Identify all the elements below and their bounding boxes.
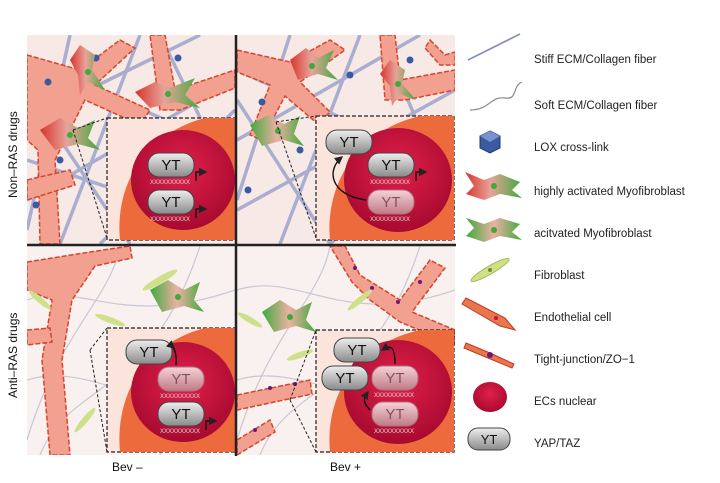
- legend-label: Fibroblast: [534, 270, 585, 282]
- yt-chip-label: YT: [339, 134, 358, 151]
- yt-chip-label: YT: [347, 342, 366, 359]
- legend-item: highly activated Myofibroblast: [458, 174, 718, 214]
- col-label-bev-plus: Bev +: [330, 460, 361, 474]
- legend-item: ECs nuclear: [458, 384, 718, 424]
- legend-label: Stiff ECM/Collagen fiber: [534, 54, 657, 66]
- promoter-sequence: XXXXXXXXXX: [370, 180, 410, 186]
- yt-chip-label: YT: [171, 406, 190, 423]
- yt-chip-label: YT: [161, 157, 180, 174]
- yt-chip-label: YT: [385, 370, 404, 387]
- legend-item: acitvated Myofibroblast: [458, 216, 718, 256]
- legend-label: YAP/TAZ: [534, 438, 580, 450]
- yt-chip-label: YT: [381, 194, 400, 211]
- legend-item: Endothelial cell: [458, 300, 718, 340]
- legend-item: Stiff ECM/Collagen fiber: [458, 42, 718, 82]
- yt-chip-label: YT: [381, 157, 400, 174]
- legend-label: ECs nuclear: [534, 396, 597, 408]
- legend-label: acitvated Myofibroblast: [534, 228, 652, 240]
- legend-item: YAP/TAZ: [458, 426, 718, 466]
- row-label-antiras: Anti–RAS drugs: [6, 313, 20, 398]
- yt-chip-label: YT: [171, 371, 190, 388]
- legend-label: highly activated Myofibroblast: [534, 186, 685, 198]
- yt-chip-label: YT: [139, 344, 158, 361]
- promoter-sequence: XXXXXXXXXX: [370, 217, 410, 223]
- promoter-sequence: XXXXXXXXXX: [374, 429, 414, 435]
- legend-item: Tight-junction/ZO−1: [458, 342, 718, 382]
- legend-label: LOX cross-link: [534, 142, 609, 154]
- yt-chip-label: YT: [161, 194, 180, 211]
- legend-label: Tight-junction/ZO−1: [534, 354, 635, 366]
- legend-item: Fibroblast: [458, 258, 718, 298]
- legend-item: LOX cross-link: [458, 130, 718, 170]
- legend-item: Soft ECM/Collagen fiber: [458, 88, 718, 128]
- promoter-sequence: XXXXXXXXXX: [150, 217, 190, 223]
- col-label-bev-minus: Bev –: [112, 460, 143, 474]
- legend-label: Endothelial cell: [534, 312, 611, 324]
- yt-chip-label: YT: [385, 406, 404, 423]
- panel-nonras-bev-minus: [27, 35, 235, 244]
- promoter-sequence: XXXXXXXXXX: [374, 393, 414, 399]
- promoter-sequence: XXXXXXXXXX: [160, 429, 200, 435]
- promoter-sequence: XXXXXXXXXX: [150, 180, 190, 186]
- legend-label: Soft ECM/Collagen fiber: [534, 100, 657, 112]
- yt-chip-label: YT: [335, 370, 354, 387]
- promoter-sequence: XXXXXXXXXX: [160, 394, 200, 400]
- row-label-nonras: Non–RAS drugs: [6, 111, 20, 198]
